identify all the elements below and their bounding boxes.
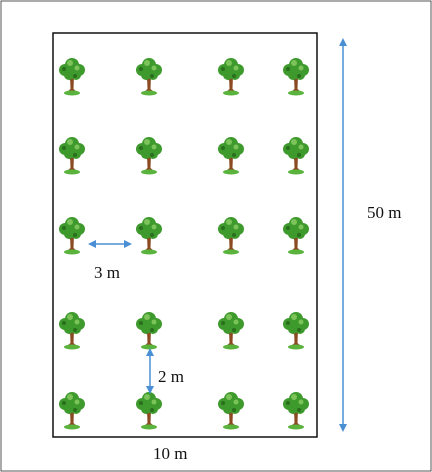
tree-icon bbox=[58, 311, 86, 351]
tree-icon bbox=[58, 57, 86, 97]
tree-icon bbox=[58, 391, 86, 431]
row-spacing-label: 3 m bbox=[94, 263, 120, 282]
tree-icon bbox=[58, 216, 86, 256]
col-spacing-label: 2 m bbox=[158, 367, 184, 386]
tree-icon bbox=[282, 391, 310, 431]
tree-icon bbox=[58, 136, 86, 176]
tree-icon bbox=[282, 136, 310, 176]
tree-icon bbox=[135, 391, 163, 431]
plot-boundary bbox=[52, 32, 318, 438]
tree-icon bbox=[217, 136, 245, 176]
tree-icon bbox=[217, 391, 245, 431]
tree-icon bbox=[282, 57, 310, 97]
tree-icon bbox=[135, 136, 163, 176]
tree-icon bbox=[217, 57, 245, 97]
tree-icon bbox=[135, 311, 163, 351]
height-label: 50 m bbox=[367, 203, 401, 222]
tree-icon bbox=[282, 311, 310, 351]
tree-icon bbox=[282, 216, 310, 256]
tree-icon bbox=[135, 57, 163, 97]
tree-icon bbox=[217, 216, 245, 256]
tree-icon bbox=[135, 216, 163, 256]
tree-icon bbox=[217, 311, 245, 351]
width-label: 10 m bbox=[153, 444, 187, 463]
